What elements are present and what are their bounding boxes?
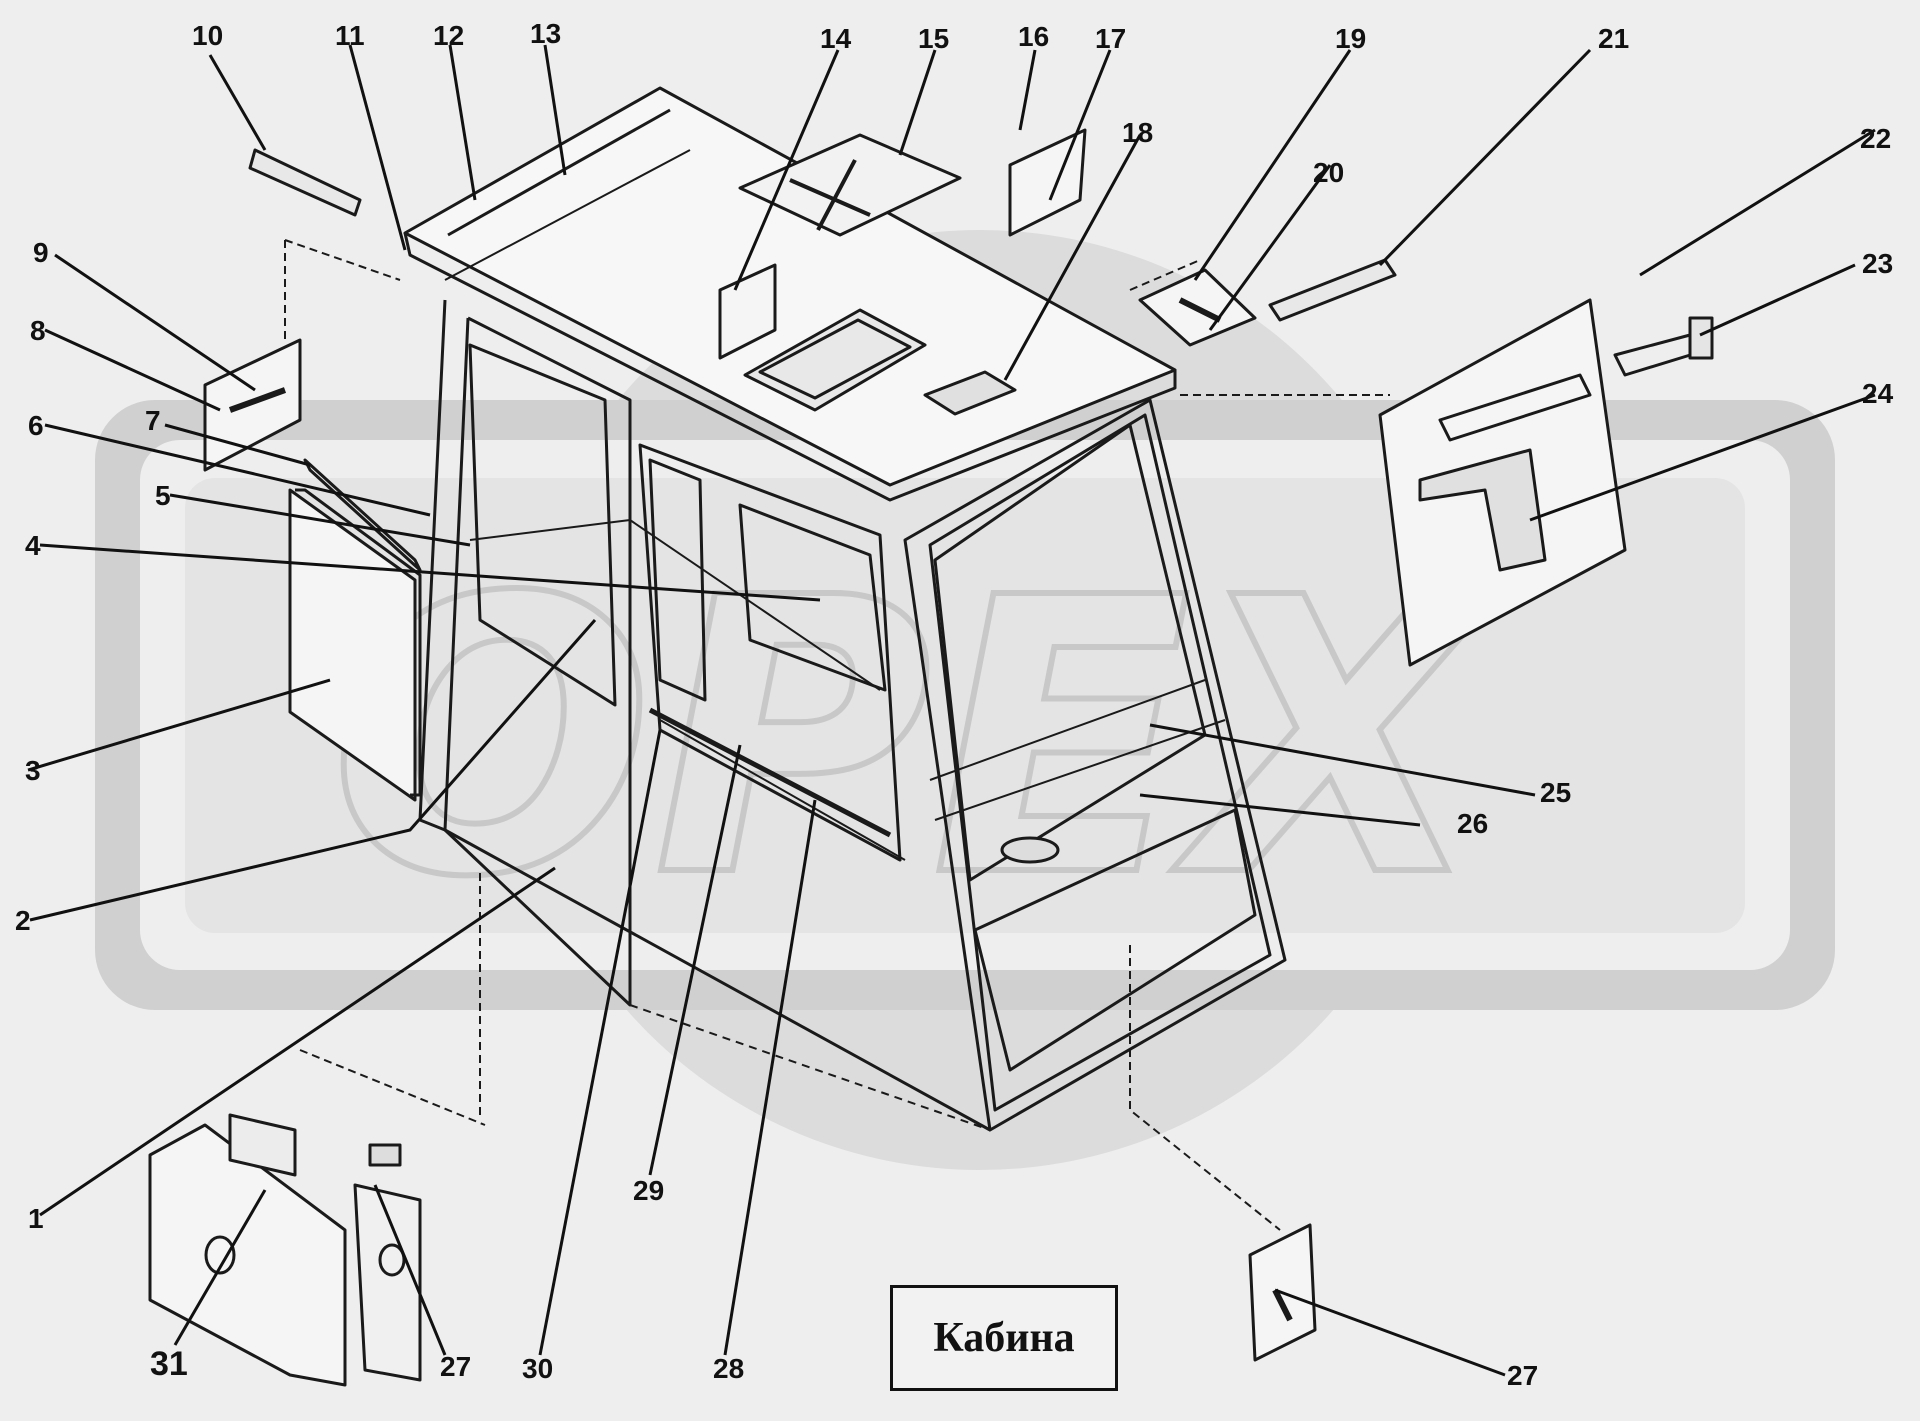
callout-20: 20 <box>1313 157 1344 188</box>
diagram-title: Кабина <box>933 1315 1075 1361</box>
callout-22: 22 <box>1860 123 1891 154</box>
cabin-lines <box>148 86 1714 1387</box>
callout-5: 5 <box>155 480 171 511</box>
callout-21: 21 <box>1598 23 1629 54</box>
vent-opening <box>923 370 1017 416</box>
callout-17: 17 <box>1095 23 1126 54</box>
callout-19: 19 <box>1335 23 1366 54</box>
callout-27a: 27 <box>440 1351 471 1382</box>
left-door-frame <box>638 443 902 862</box>
callout-6: 6 <box>28 410 44 441</box>
callout-11: 11 <box>335 20 365 51</box>
side-window-glass <box>288 488 417 802</box>
callout-2: 2 <box>15 905 31 936</box>
callout-1: 1 <box>28 1203 44 1234</box>
callout-12: 12 <box>433 20 464 51</box>
hatch-cover <box>738 133 962 237</box>
callout-14: 14 <box>820 23 852 54</box>
callout-25: 25 <box>1540 777 1571 808</box>
callout-28: 28 <box>713 1353 744 1384</box>
watermark-text: ОРЕХ <box>330 517 1500 960</box>
callout-24: 24 <box>1862 378 1894 409</box>
rear-window-frame <box>468 343 617 707</box>
callout-15: 15 <box>918 23 949 54</box>
callout-4: 4 <box>25 530 41 561</box>
callout-3: 3 <box>25 755 41 786</box>
leader-lines <box>27 44 1876 1377</box>
callout-18: 18 <box>1122 117 1153 148</box>
left-side-frame <box>443 316 632 1007</box>
callout-16: 16 <box>1018 21 1049 52</box>
callout-31: 31 <box>150 1345 188 1383</box>
callout-29: 29 <box>633 1175 664 1206</box>
callout-9: 9 <box>33 237 49 268</box>
callout-8: 8 <box>30 315 46 346</box>
callout-23: 23 <box>1862 248 1893 279</box>
callout-13: 13 <box>530 18 561 49</box>
front-frame <box>903 398 1287 1132</box>
callout-10: 10 <box>192 20 223 51</box>
callout-7: 7 <box>145 405 161 436</box>
callout-27b: 27 <box>1507 1360 1538 1391</box>
callout-26: 26 <box>1457 808 1488 839</box>
title-box: Кабина <box>890 1285 1118 1391</box>
callout-30: 30 <box>522 1353 553 1384</box>
callout-labels: 1 2 3 4 5 6 7 8 9 10 11 12 13 14 15 16 1… <box>15 18 1894 1391</box>
mount-block <box>148 1123 347 1387</box>
